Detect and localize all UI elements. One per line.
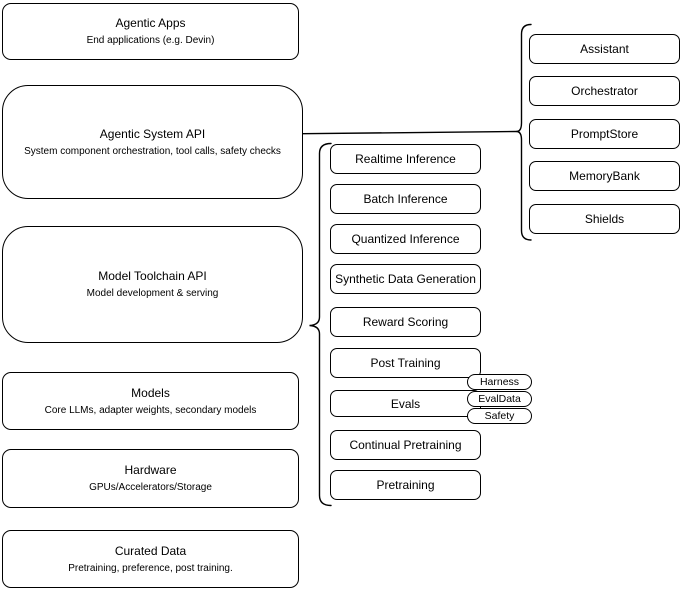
node-label: Reward Scoring xyxy=(362,315,449,329)
node-label: Batch Inference xyxy=(363,192,448,206)
node-title: Agentic System API xyxy=(99,126,206,141)
node-agentic-system-api: Agentic System API System component orch… xyxy=(2,85,303,199)
node-title: Models xyxy=(131,385,170,400)
node-realtime-inference: Realtime Inference xyxy=(330,144,481,174)
node-label: Synthetic Data Generation xyxy=(335,272,476,286)
node-label: MemoryBank xyxy=(569,169,640,183)
node-subtitle: Model development & serving xyxy=(86,288,219,299)
node-reward-scoring: Reward Scoring xyxy=(330,307,481,337)
node-shields: Shields xyxy=(529,204,680,234)
tag-safety: Safety xyxy=(467,408,532,424)
node-post-training: Post Training xyxy=(330,348,481,378)
node-subtitle: System component orchestration, tool cal… xyxy=(24,145,281,157)
node-label: Realtime Inference xyxy=(355,152,456,166)
node-memorybank: MemoryBank xyxy=(529,161,680,191)
node-evals: Evals xyxy=(330,390,481,417)
node-model-toolchain-api: Model Toolchain API Model development & … xyxy=(2,226,303,343)
right-column-brace xyxy=(516,23,532,241)
node-subtitle: Core LLMs, adapter weights, secondary mo… xyxy=(44,404,257,416)
node-label: Evals xyxy=(390,396,421,411)
node-curated-data: Curated Data Pretraining, preference, po… xyxy=(2,530,299,588)
node-subtitle: Pretraining, preference, post training. xyxy=(68,562,233,574)
node-continual-pretraining: Continual Pretraining xyxy=(330,430,481,460)
node-title: Agentic Apps xyxy=(115,16,186,30)
node-label: Shields xyxy=(584,212,625,226)
node-batch-inference: Batch Inference xyxy=(330,184,481,214)
middle-column-brace xyxy=(309,142,332,507)
node-hardware: Hardware GPUs/Accelerators/Storage xyxy=(2,449,299,508)
node-label: Post Training xyxy=(370,356,441,370)
node-title: Model Toolchain API xyxy=(98,269,207,283)
node-label: Assistant xyxy=(580,42,629,56)
node-agentic-apps: Agentic Apps End applications (e.g. Devi… xyxy=(2,3,299,60)
node-title: Hardware xyxy=(124,463,177,477)
node-assistant: Assistant xyxy=(529,34,680,64)
node-subtitle: End applications (e.g. Devin) xyxy=(86,35,215,46)
node-label: Quantized Inference xyxy=(351,232,460,246)
node-quantized-inference: Quantized Inference xyxy=(330,224,481,254)
tag-evaldata: EvalData xyxy=(467,391,532,407)
node-label: PromptStore xyxy=(570,127,639,141)
node-synthetic-data-generation: Synthetic Data Generation xyxy=(330,264,481,294)
node-models: Models Core LLMs, adapter weights, secon… xyxy=(2,372,299,430)
node-label: Orchestrator xyxy=(571,84,638,98)
system-api-connector-line xyxy=(302,130,518,135)
node-pretraining: Pretraining xyxy=(330,470,481,500)
node-label: Continual Pretraining xyxy=(349,438,462,452)
node-promptstore: PromptStore xyxy=(529,119,680,149)
node-label: Pretraining xyxy=(376,478,435,492)
node-title: Curated Data xyxy=(114,543,187,558)
tag-harness: Harness xyxy=(467,374,532,390)
node-subtitle: GPUs/Accelerators/Storage xyxy=(89,482,212,493)
node-orchestrator: Orchestrator xyxy=(529,76,680,106)
